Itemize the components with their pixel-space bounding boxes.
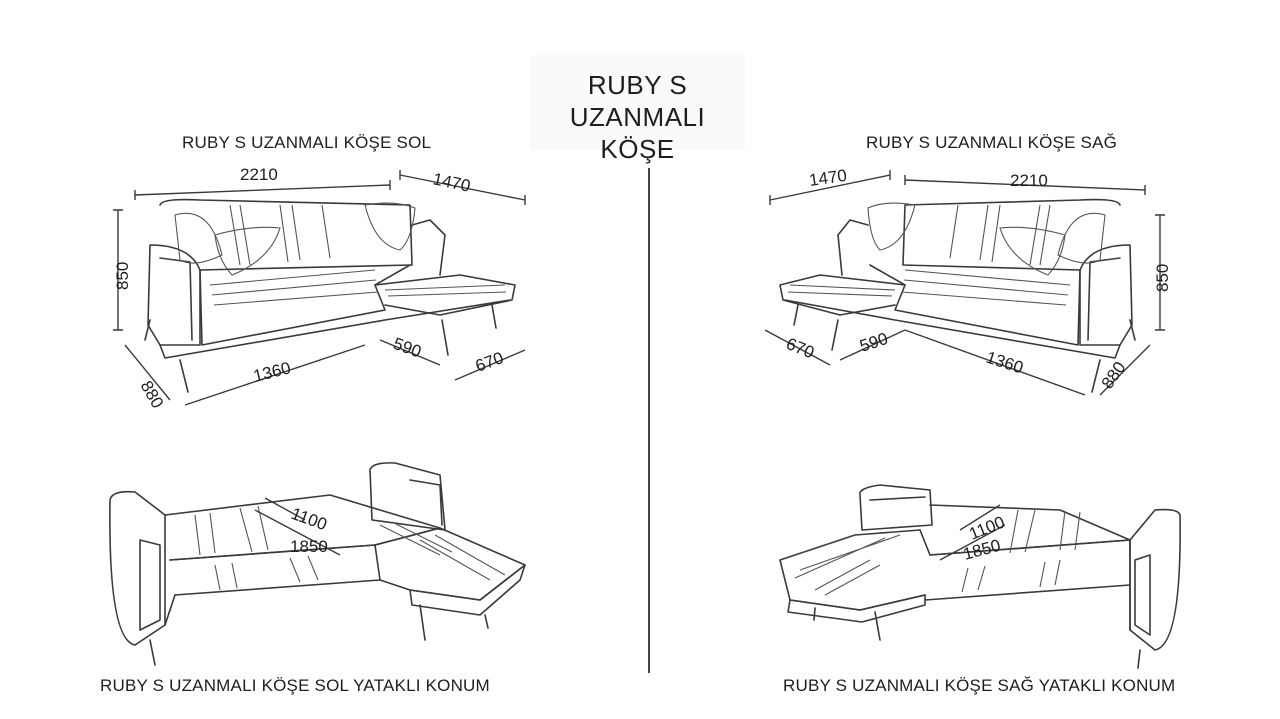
- dim-right-bed-length: 1850: [961, 536, 1002, 564]
- dim-right-height: 850: [1153, 264, 1172, 292]
- title-box: RUBY S UZANMALI KÖŞE: [530, 55, 745, 164]
- dim-left-height: 850: [113, 262, 132, 290]
- right-bed-drawing: [779, 484, 1181, 669]
- dim-left-seat-length: 1360: [251, 358, 292, 386]
- right-sofa-drawing: [764, 170, 1165, 396]
- caption-left-sofa: RUBY S UZANMALI KÖŞE SOL: [182, 133, 432, 152]
- left-sofa-drawing: [113, 170, 526, 406]
- dim-left-chaise-seat: 590: [391, 334, 424, 362]
- caption-right-bed: RUBY S UZANMALI KÖŞE SAĞ YATAKLI KONUM: [783, 676, 1176, 695]
- dim-left-chaise-width: 1470: [431, 169, 472, 195]
- dim-left-bed-length: 1850: [290, 537, 328, 556]
- caption-right-sofa: RUBY S UZANMALI KÖŞE SAĞ: [866, 133, 1118, 152]
- title-line-1: RUBY S: [587, 70, 688, 100]
- dim-right-chaise-seat: 590: [857, 329, 890, 356]
- dim-right-depth: 880: [1098, 358, 1130, 392]
- dim-right-chaise-width: 1470: [808, 166, 848, 190]
- left-bed-drawing: [109, 462, 526, 666]
- dim-left-bed-width: 1100: [289, 504, 330, 534]
- dim-left-width: 2210: [240, 165, 278, 184]
- dim-left-chaise-depth: 670: [473, 348, 506, 376]
- dim-right-width: 2210: [1010, 171, 1048, 190]
- dim-right-chaise-depth: 670: [784, 334, 817, 362]
- center-divider: [648, 168, 650, 673]
- dim-right-seat-length: 1360: [984, 348, 1026, 378]
- title-line-2: UZANMALI KÖŞE: [569, 102, 706, 164]
- caption-left-bed: RUBY S UZANMALI KÖŞE SOL YATAKLI KONUM: [100, 676, 490, 695]
- dim-left-depth: 880: [137, 378, 168, 412]
